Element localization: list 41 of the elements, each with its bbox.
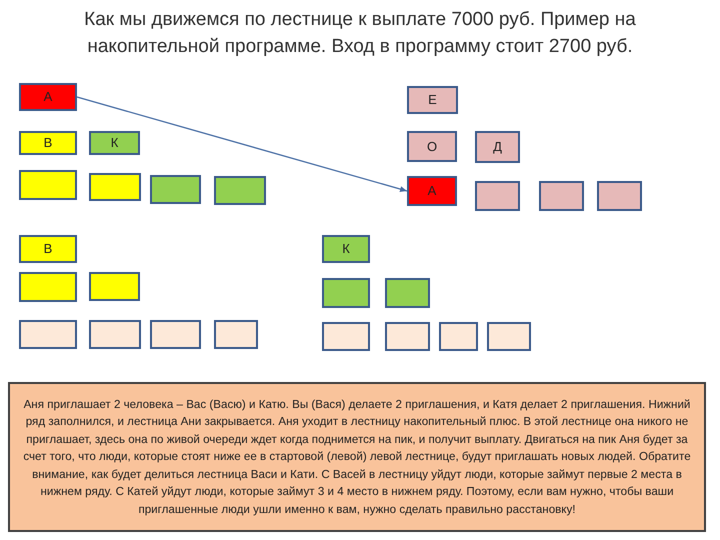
box-label: В (44, 240, 52, 258)
box-label: А (428, 182, 436, 200)
ladder-box (385, 278, 430, 308)
title: Как мы движемся по лестнице к выплате 7000 руб. Пример на накопительной программе. Вход в программу стоит 2700 руб. (83, 8, 637, 59)
ladder-box (19, 320, 77, 349)
ladder-box (89, 320, 141, 349)
ladder-box (89, 173, 141, 201)
box-label: Е (428, 91, 437, 110)
ladder-box (150, 320, 201, 349)
ladder-box (19, 272, 77, 302)
box-label: К (110, 134, 118, 152)
ladder-box (322, 278, 370, 308)
ladder-box (19, 131, 77, 155)
ladder-box (214, 176, 266, 205)
ladder-box (89, 131, 140, 155)
ladder-box (150, 175, 201, 204)
ladder-box (539, 181, 584, 211)
box-label: А (44, 88, 52, 106)
box-label: Д (493, 138, 502, 156)
ladder-box (475, 181, 520, 211)
ladder-box (19, 170, 77, 200)
ladder-box (597, 181, 642, 211)
ladder-box (322, 235, 370, 263)
description-text: Аня приглашает 2 человека – Вас (Васю) и Катю. Вы (Вася) делаете 2 приглашения, и Катя делает 2 приглашения. Нижний ряд заполнился, и лестница Ани закрывается. Аня уходит в лестницу накопительный плюс. В этой лестнице она никого не приглашает, здесь она по живой очереди ждет когда поднимется на пик, и получит выплату. Двигаться на пик Аня будет за счет того, что люди, которые стоят ниже ее в стартовой (левой) левой лестнице, будут приглашать новых людей. Обратите внимание, как будет делиться лестница Васи и Кати. С Васей в лестницу уйдут люди, которые займут первые 2 места в нижнем ряду. С Катей уйдут люди, которые займут 3 и 4 место в нижнем ряду. Поэтому, если вам нужно, чтобы ваши приглашенные люди ушли именно к вам, нужно сделать правильно расстановку! (22, 396, 692, 518)
ladder-box (487, 322, 531, 351)
ladder-box (19, 83, 77, 111)
ladder-box (439, 322, 478, 351)
ladder-box (407, 176, 457, 206)
ladder-box (322, 322, 370, 351)
box-label: О (426, 138, 438, 156)
ladder-box (89, 272, 140, 301)
ladder-box (385, 322, 430, 351)
ladder-box (407, 131, 457, 162)
ladder-box (214, 320, 258, 349)
ladder-box (19, 235, 77, 263)
text-panel (8, 382, 706, 532)
ladder-box (407, 86, 458, 114)
ladder-box (475, 131, 520, 163)
arrow (76, 96, 408, 192)
box-label: К (342, 240, 350, 258)
box-label: В (44, 134, 52, 152)
